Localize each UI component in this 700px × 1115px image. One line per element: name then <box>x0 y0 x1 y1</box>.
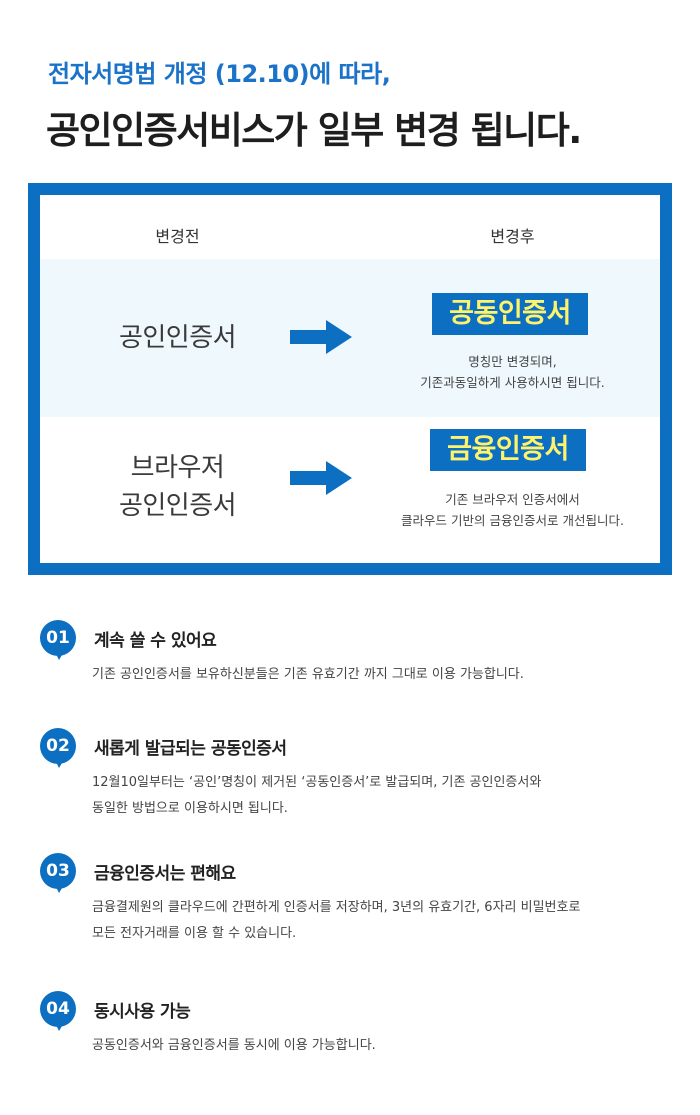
item-title: 새롭게 발급되는 공동인증서 <box>94 739 287 759</box>
before-label: 공인인증서 <box>40 319 315 357</box>
item-body-line: 기존 공인인증서를 보유하신분들은 기존 유효기간 까지 그대로 이용 가능합니… <box>92 667 524 682</box>
item-title: 계속 쓸 수 있어요 <box>94 631 217 651</box>
item-body-line: 12월10일부터는 ‘공인’명칭이 제거된 ‘공동인증서’로 발급되며, 기존 … <box>92 775 542 790</box>
item-body-line: 동일한 방법으로 이용하시면 됩니다. <box>92 801 288 816</box>
after-description-line: 기존과동일하게 사용하시면 됩니다. <box>420 375 605 390</box>
after-description-line: 명칭만 변경되며, <box>468 354 557 369</box>
after-description: 명칭만 변경되며, 기존과동일하게 사용하시면 됩니다. <box>370 351 655 393</box>
item-title: 금융인증서는 편해요 <box>94 864 236 884</box>
before-label: 브라우저 공인인증서 <box>40 449 315 525</box>
speech-tail-icon <box>54 1021 65 1031</box>
before-label-line: 브라우저 <box>130 453 225 483</box>
after-description-line: 기존 브라우저 인증서에서 <box>445 492 580 507</box>
comparison-table-inner: 변경전 변경후 공인인증서 공동인증서 명칭만 변경되며, 기존과동일하게 사용… <box>40 195 660 563</box>
item-body-line: 모든 전자거래를 이용 할 수 있습니다. <box>92 926 297 941</box>
after-badge: 금융인증서 <box>430 429 586 471</box>
after-description-line: 클라우드 기반의 금융인증서로 개선됩니다. <box>401 513 624 528</box>
item-body: 12월10일부터는 ‘공인’명칭이 제거된 ‘공동인증서’로 발급되며, 기존 … <box>92 770 541 822</box>
after-description: 기존 브라우저 인증서에서 클라우드 기반의 금융인증서로 개선됩니다. <box>370 489 655 531</box>
item-body: 금융결제원의 클라우드에 간편하게 인증서를 저장하며, 3년의 유효기간, 6… <box>92 895 580 947</box>
speech-tail-icon <box>54 758 65 768</box>
item-body-line: 금융결제원의 클라우드에 간편하게 인증서를 저장하며, 3년의 유효기간, 6… <box>92 900 581 915</box>
before-label-line: 공인인증서 <box>118 323 237 353</box>
comparison-table: 변경전 변경후 공인인증서 공동인증서 명칭만 변경되며, 기존과동일하게 사용… <box>28 183 672 575</box>
arrow-right-icon <box>290 461 352 495</box>
page-title: 공인인증서비스가 일부 변경 됩니다. <box>46 109 582 152</box>
item-body: 기존 공인인증서를 보유하신분들은 기존 유효기간 까지 그대로 이용 가능합니… <box>92 662 524 688</box>
after-badge: 공동인증서 <box>432 293 588 335</box>
comparison-row-2: 브라우저 공인인증서 금융인증서 기존 브라우저 인증서에서 클라우드 기반의 … <box>40 417 660 563</box>
arrow-right-icon <box>290 320 352 354</box>
before-column-header: 변경전 <box>155 227 200 246</box>
after-column-header: 변경후 <box>490 227 535 246</box>
subtitle: 전자서명법 개정 (12.10)에 따라, <box>48 60 391 88</box>
before-label-line: 공인인증서 <box>118 491 237 521</box>
item-body: 공동인증서와 금융인증서를 동시에 이용 가능합니다. <box>92 1033 376 1059</box>
speech-tail-icon <box>54 650 65 660</box>
item-title: 동시사용 가능 <box>94 1002 191 1022</box>
item-body-line: 공동인증서와 금융인증서를 동시에 이용 가능합니다. <box>92 1038 376 1053</box>
comparison-row-1: 공인인증서 공동인증서 명칭만 변경되며, 기존과동일하게 사용하시면 됩니다. <box>40 259 660 417</box>
speech-tail-icon <box>54 883 65 893</box>
